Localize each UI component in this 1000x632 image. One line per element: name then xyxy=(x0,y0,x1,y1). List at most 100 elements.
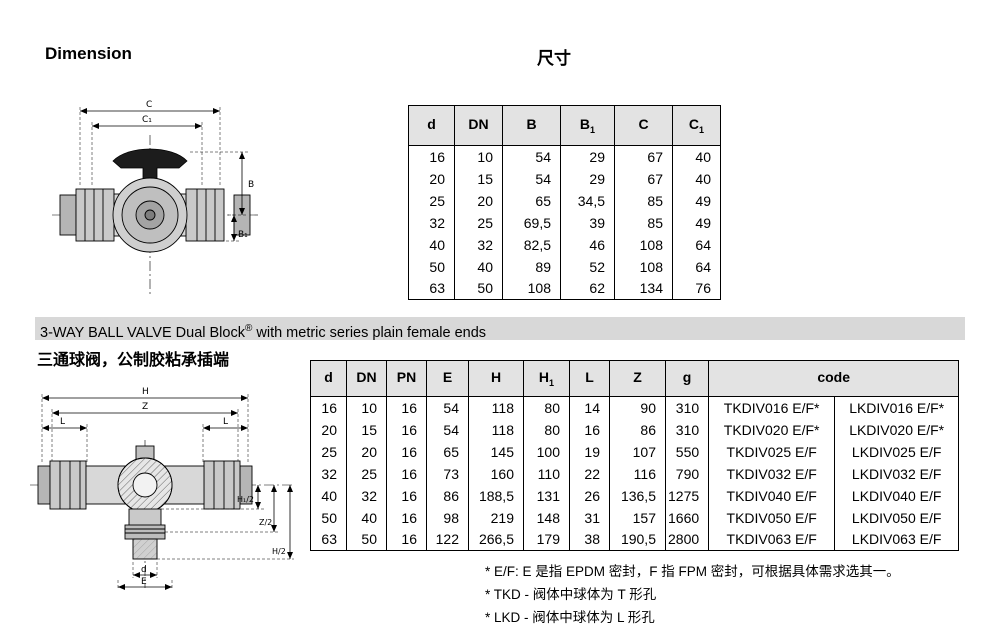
table-cell: 34,5 xyxy=(560,189,615,212)
dim-label-h-half: H/2 xyxy=(272,547,286,556)
valve-body-section xyxy=(37,445,253,513)
table-cell: 50 xyxy=(310,506,347,529)
table-cell: 54 xyxy=(502,145,561,168)
footnote-ef: * E/F: E 是指 EPDM 密封，F 指 FPM 密封，可根据具体需求选其… xyxy=(485,564,900,579)
table-cell: 190,5 xyxy=(609,528,666,551)
table-cell: 52 xyxy=(560,255,615,278)
dim-label-b1: B₁ xyxy=(238,230,248,240)
table-cell: 50 xyxy=(408,255,455,278)
table-cell: 116 xyxy=(609,462,666,485)
section-title-text: 3-WAY BALL VALVE Dual Block xyxy=(40,324,245,341)
table-cell: TKDIV063 E/F xyxy=(708,528,836,551)
table-cell: 179 xyxy=(523,528,570,551)
section-subtitle-chinese: 三通球阀，公制胶粘承插端 xyxy=(37,352,230,369)
table-cell: 2800 xyxy=(664,528,710,551)
table-cell: 50 xyxy=(454,277,503,300)
table-cell: 38 xyxy=(569,528,610,551)
dim-label-l-right: L xyxy=(223,417,228,427)
table-cell: 82,5 xyxy=(502,233,561,256)
table-cell: 15 xyxy=(346,418,387,441)
footnote-tkd: * TKD - 阀体中球体为 T 形孔 xyxy=(485,587,657,602)
dim-label-z: Z xyxy=(142,402,148,412)
table-cell: TKDIV050 E/F xyxy=(708,506,836,529)
table-cell: 16 xyxy=(386,462,427,485)
table-cell: 49 xyxy=(672,211,721,234)
table-cell: 86 xyxy=(609,418,666,441)
table-cell: LKDIV063 E/F xyxy=(834,528,960,551)
table-cell: LKDIV032 E/F xyxy=(834,462,960,485)
col-header-pn: PN xyxy=(386,360,427,397)
table-cell: 40 xyxy=(310,484,347,507)
table-cell: 32 xyxy=(310,462,347,485)
table-cell: 64 xyxy=(672,255,721,278)
table-cell: 40 xyxy=(408,233,455,256)
valve-section-drawing-container: H Z L L H₁/2 Z/2 H/2 d E xyxy=(30,382,300,599)
col-header-b: B xyxy=(502,105,561,146)
table-cell: 16 xyxy=(386,396,427,419)
table-cell: 67 xyxy=(614,145,673,168)
table-cell: 67 xyxy=(614,167,673,190)
table-cell: 25 xyxy=(310,440,347,463)
table-cell: TKDIV025 E/F xyxy=(708,440,836,463)
table-cell: 20 xyxy=(408,167,455,190)
col-header-code: code xyxy=(708,360,960,397)
dimension-lines-bottom xyxy=(117,562,173,590)
table-cell: 39 xyxy=(560,211,615,234)
table-cell: 122 xyxy=(426,528,469,551)
dim-label-c: C xyxy=(146,100,152,110)
col-header-g: g xyxy=(664,360,710,397)
table-cell: 100 xyxy=(523,440,570,463)
table-cell: 108 xyxy=(614,233,673,256)
table-cell: 136,5 xyxy=(609,484,666,507)
table-cell: TKDIV020 E/F* xyxy=(708,418,836,441)
table-cell: 29 xyxy=(560,145,615,168)
table-cell: 19 xyxy=(569,440,610,463)
table-cell: 63 xyxy=(408,277,455,300)
table-cell: 16 xyxy=(310,396,347,419)
table-cell: 25 xyxy=(408,189,455,212)
table-cell: 145 xyxy=(468,440,524,463)
table-cell: LKDIV040 E/F xyxy=(834,484,960,507)
table-cell: 63 xyxy=(310,528,347,551)
footnote-lkd: * LKD - 阀体中球体为 L 形孔 xyxy=(485,610,655,625)
table-cell: 86 xyxy=(426,484,469,507)
table-cell: 266,5 xyxy=(468,528,524,551)
dimension-lines-right xyxy=(190,151,248,242)
dim-label-c1: C₁ xyxy=(142,115,152,125)
table-cell: 118 xyxy=(468,396,524,419)
dim-label-l-left: L xyxy=(60,417,65,427)
table-cell: 16 xyxy=(386,418,427,441)
col-header-e: E xyxy=(426,360,469,397)
table-cell: 22 xyxy=(569,462,610,485)
col-header-b1: B1 xyxy=(560,105,615,146)
table-cell: LKDIV050 E/F xyxy=(834,506,960,529)
table-cell: 25 xyxy=(454,211,503,234)
table-cell: TKDIV016 E/F* xyxy=(708,396,836,419)
dim-label-d: d xyxy=(141,565,147,575)
table-cell: 80 xyxy=(523,396,570,419)
table-cell: TKDIV032 E/F xyxy=(708,462,836,485)
table-cell: 40 xyxy=(672,167,721,190)
table-cell: 20 xyxy=(310,418,347,441)
table-cell: 16 xyxy=(386,440,427,463)
bottom-port xyxy=(124,508,166,560)
valve-section-drawing: H Z L L H₁/2 Z/2 H/2 d E xyxy=(30,387,294,590)
table-cell: 310 xyxy=(664,418,710,441)
table-cell: 85 xyxy=(614,189,673,212)
col-header-d: d xyxy=(310,360,347,397)
table-cell: 108 xyxy=(614,255,673,278)
section-title-suffix: with metric series plain female ends xyxy=(252,324,487,341)
